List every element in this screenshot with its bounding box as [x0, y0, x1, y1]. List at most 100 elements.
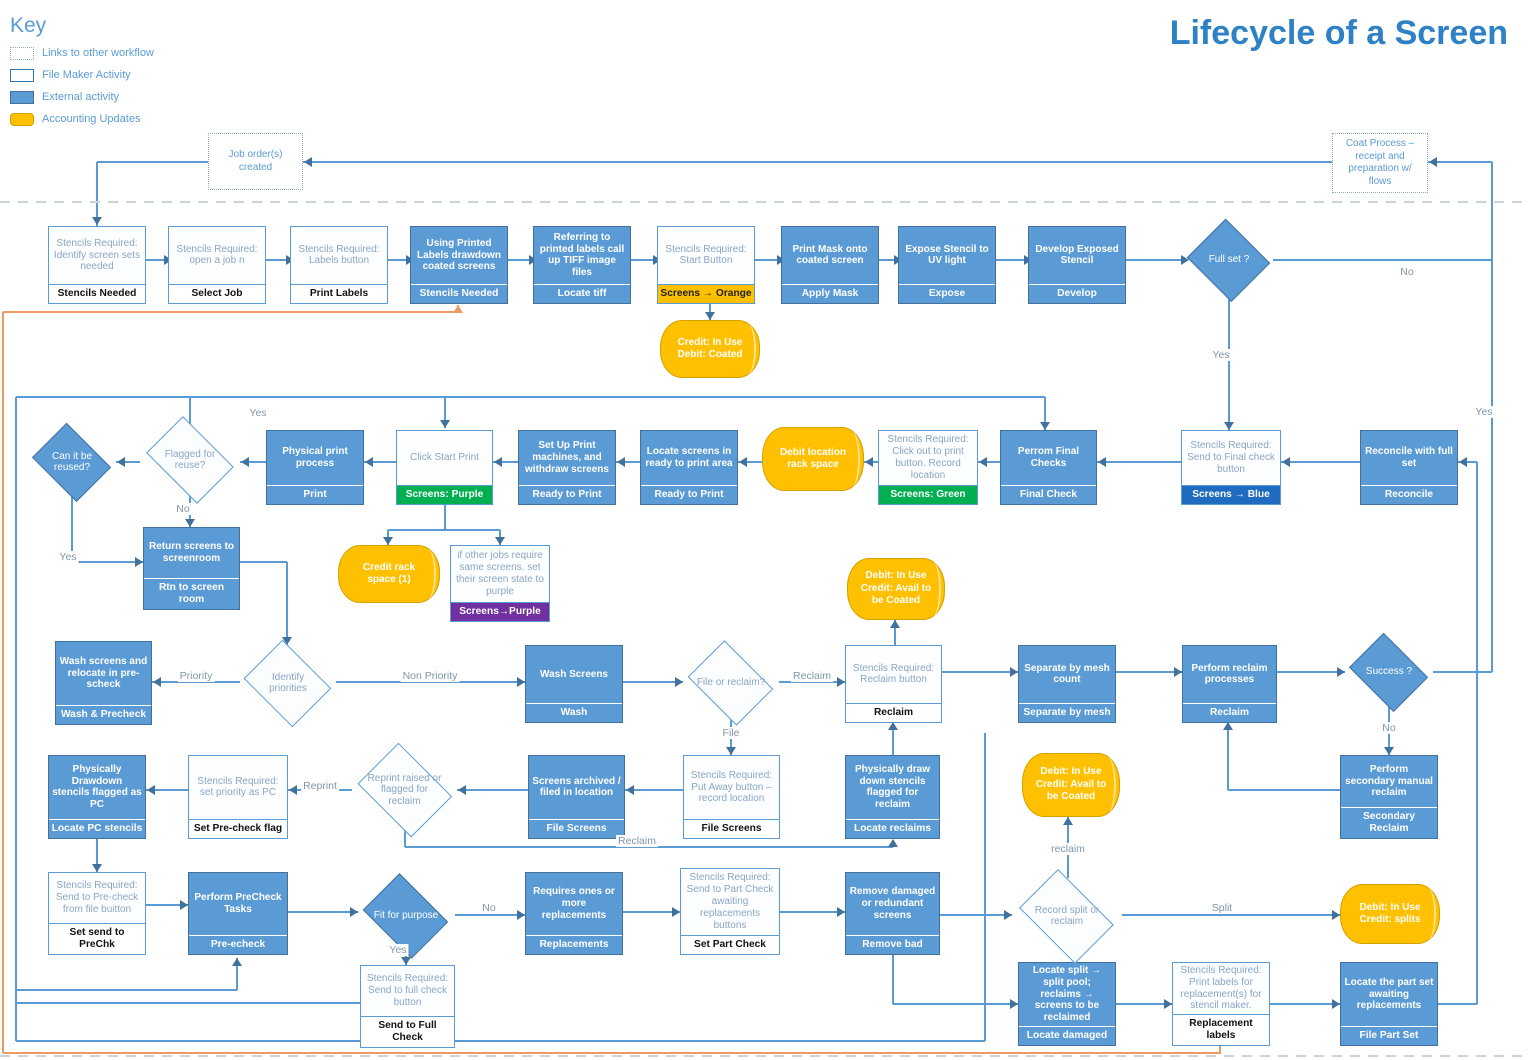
can-it-be-reused-decision: Can it be reused?: [28, 422, 116, 502]
node-body: Physically Drawdown stencils flagged as …: [52, 763, 142, 811]
connector-line: [116, 461, 140, 463]
connector-line: [303, 161, 1332, 163]
connector-line: [631, 259, 657, 261]
connector-line: [16, 396, 1045, 398]
connector-line: [625, 789, 683, 791]
edge-label: Reclaim: [616, 835, 658, 847]
node-foot: Locate tiff: [534, 283, 630, 303]
edge-label: No: [174, 503, 192, 515]
node-body: Set Up Print machines, and withdraw scre…: [525, 440, 609, 475]
node-body: Locate split → split pool; reclaims → sc…: [1032, 965, 1102, 1024]
arrowhead-icon: [739, 457, 747, 467]
arrowhead-icon: [185, 519, 195, 527]
connector-line: [2, 312, 4, 1053]
other-jobs-purple: if other jobs require same screens. set …: [450, 545, 550, 622]
legend-title: Key: [10, 14, 47, 37]
drawdown-coated-screens: Using Printed Labels drawdown coated scr…: [410, 226, 508, 304]
arrowhead-icon: [135, 557, 143, 567]
edge-label: Reclaim: [791, 670, 833, 682]
full-set-decision: Full set ?: [1185, 218, 1273, 302]
node-foot: Wash: [526, 702, 622, 722]
node-body: Return screens to screenroom: [148, 541, 235, 564]
arrowhead-icon: [890, 620, 900, 628]
arrowhead-icon: [304, 157, 312, 167]
send-to-precheck: Stencils Required: Send to Pre-check fro…: [48, 872, 146, 955]
node-foot: Screens: Purple: [397, 484, 492, 504]
connector-line: [388, 529, 500, 531]
file-or-reclaim-decision: File or reclaim?: [683, 640, 779, 726]
connector-line: [146, 904, 188, 906]
node-body: Develop Exposed Stencil: [1035, 243, 1119, 267]
node-body: Screens archived / filed in location: [532, 775, 621, 799]
connector-line: [3, 311, 458, 313]
connector-line: [266, 259, 290, 261]
connector-line: [16, 1002, 360, 1004]
node-body: Stencils Required: Identify screen sets …: [53, 237, 141, 273]
connector-line: [286, 562, 288, 645]
node-body: Perform reclaim processes: [1191, 662, 1268, 686]
legend-label: File Maker Activity: [42, 69, 131, 81]
arrowhead-icon: [241, 457, 249, 467]
edge-label: Non Priority: [400, 670, 460, 682]
fit-for-purpose-decision: Fit for purpose: [358, 873, 454, 959]
node-body: Print Mask onto coated screen: [792, 243, 868, 267]
arrowhead-icon: [1063, 817, 1073, 825]
connector-line: [1270, 1003, 1340, 1005]
cylinder-label: Debit location rack space: [779, 446, 847, 471]
connector-line: [457, 789, 528, 791]
reprint-or-reclaim-decision: Reprint raised or flagged for reclaim: [352, 742, 457, 838]
node-foot: Screens → Blue: [1182, 484, 1280, 504]
connector-line: [1281, 461, 1360, 463]
arrowhead-icon: [672, 907, 680, 917]
node-foot: Stencils Needed: [411, 283, 507, 303]
cylinder-label: Debit: In Use Credit: Avail to be Coated: [1035, 766, 1107, 803]
white-swatch-icon: [10, 68, 34, 82]
edge-label: Yes: [57, 551, 79, 563]
node-foot: Locate PC stencils: [49, 818, 145, 838]
connector-line: [288, 911, 358, 913]
send-to-final-check: Stencils Required: Send to Final check b…: [1181, 430, 1281, 505]
legend-label: External activity: [42, 91, 120, 103]
credit-in-use-debit-coated: Credit: In Use Debit: Coated: [660, 320, 760, 378]
node-foot: Ready to Print: [519, 484, 615, 504]
connector-line: [1227, 723, 1229, 790]
arrowhead-icon: [289, 785, 297, 795]
node-body: Requires ones or more replacements: [533, 886, 615, 921]
arrowhead-icon: [837, 677, 845, 687]
node-foot: Final Check: [1001, 484, 1096, 504]
identify-screen-sets: Stencils Required: Identify screen sets …: [48, 226, 146, 304]
arrowhead-icon: [888, 722, 898, 730]
connector-line: [96, 839, 98, 872]
node-foot: Replacements: [526, 934, 622, 954]
connector-line: [893, 1003, 1018, 1005]
edge-label: Split: [1209, 902, 1235, 914]
arrowhead-icon: [117, 457, 125, 467]
node-body: Stencils Required: Start Button: [665, 243, 747, 267]
separator-line: [0, 1055, 1530, 1058]
arrowhead-icon: [350, 907, 358, 917]
connector-line: [1126, 259, 1185, 261]
arrowhead-icon: [979, 457, 987, 467]
node-body: Reconcile with full set: [1365, 446, 1453, 469]
yellow-swatch-icon: [10, 112, 34, 126]
diamond-label: Reprint raised or flagged for reclaim: [367, 772, 442, 807]
node-body: Perform secondary manual reclaim: [1345, 763, 1433, 799]
connector-line: [780, 911, 845, 913]
connector-line: [236, 958, 238, 990]
node-body: Stencils Required: Send to Part Check aw…: [686, 872, 774, 931]
job-orders-created-link: Job order(s) created: [208, 133, 303, 190]
arrowhead-icon: [517, 910, 525, 920]
connector-line: [616, 461, 640, 463]
connector-line: [894, 620, 896, 645]
node-body: Stencils Required: set priority as PC: [197, 775, 279, 799]
node-foot: Reclaim: [1183, 702, 1276, 722]
connector-line: [1219, 1046, 1221, 1054]
arrowhead-icon: [626, 785, 634, 795]
arrowhead-icon: [517, 677, 525, 687]
page-title: Lifecycle of a Screen: [1169, 14, 1508, 52]
